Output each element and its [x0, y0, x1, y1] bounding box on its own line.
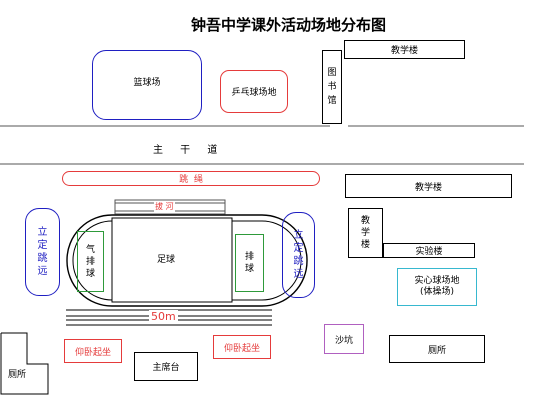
teaching-building-mid-label: 教学楼 — [414, 182, 442, 193]
medicine-ball-field: 实心球场地 (体操场) — [397, 268, 477, 306]
toilet-right: 厕所 — [389, 335, 485, 363]
rostrum-label: 主席台 — [152, 363, 180, 373]
pingpong-court: 乒乓球场地 — [220, 70, 288, 113]
lab-building-label: 实验楼 — [415, 247, 443, 257]
air-volleyball-label: 气排球 — [86, 244, 96, 279]
rope-jump-label: 跳 绳 — [179, 175, 203, 185]
tug-of-war-label: 拔 河 — [154, 201, 175, 212]
toilet-right-label: 厕所 — [427, 345, 446, 356]
medicine-ball-label: 实心球场地 — [414, 276, 460, 286]
fifty-m-label: 50m — [149, 310, 178, 323]
pingpong-court-label: 乒乓球场地 — [231, 88, 277, 98]
teaching-building-mid: 教学楼 — [345, 174, 512, 198]
teaching-building-top: 教学楼 — [344, 40, 465, 59]
situp-right: 仰卧起坐 — [213, 335, 271, 359]
volleyball-court: 排球 — [235, 234, 264, 292]
track-outer — [66, 214, 308, 307]
standing-long-jump-right: 立定跳远 — [282, 212, 315, 298]
football-field — [111, 217, 233, 303]
teaching-building-top-label: 教学楼 — [390, 46, 418, 56]
teaching-building-right: 教学楼 — [348, 208, 383, 258]
map-title: 钟吾中学课外活动场地分布图 — [191, 16, 387, 34]
sandpit-label: 沙坑 — [334, 335, 353, 346]
basketball-court-label: 篮球场 — [133, 77, 161, 88]
situp-left: 仰卧起坐 — [64, 339, 122, 363]
rostrum: 主席台 — [134, 352, 198, 381]
toilet-left-outline — [0, 332, 49, 395]
library-label: 图书馆 — [327, 68, 337, 106]
main-road-label: 主 干 道 — [153, 145, 225, 156]
volleyball-label: 排球 — [245, 252, 255, 274]
standing-long-jump-left-label: 立定跳远 — [37, 227, 48, 277]
basketball-court: 篮球场 — [92, 50, 202, 120]
library: 图书馆 — [322, 50, 342, 124]
standing-long-jump-right-label: 立定跳远 — [293, 230, 304, 280]
sandpit: 沙坑 — [324, 324, 364, 354]
situp-left-label: 仰卧起坐 — [74, 347, 111, 358]
gym-field-label: (体操场) — [419, 287, 455, 297]
rope-jump-area: 跳 绳 — [62, 171, 320, 186]
teaching-building-right-label: 教学楼 — [361, 216, 371, 250]
tug-of-war-area — [114, 199, 226, 215]
air-volleyball-court: 气排球 — [77, 231, 104, 292]
lab-building: 实验楼 — [383, 243, 475, 258]
football-label: 足球 — [157, 255, 176, 265]
situp-right-label: 仰卧起坐 — [223, 343, 260, 354]
toilet-left-label: 厕所 — [8, 370, 27, 380]
standing-long-jump-left: 立定跳远 — [25, 208, 60, 296]
